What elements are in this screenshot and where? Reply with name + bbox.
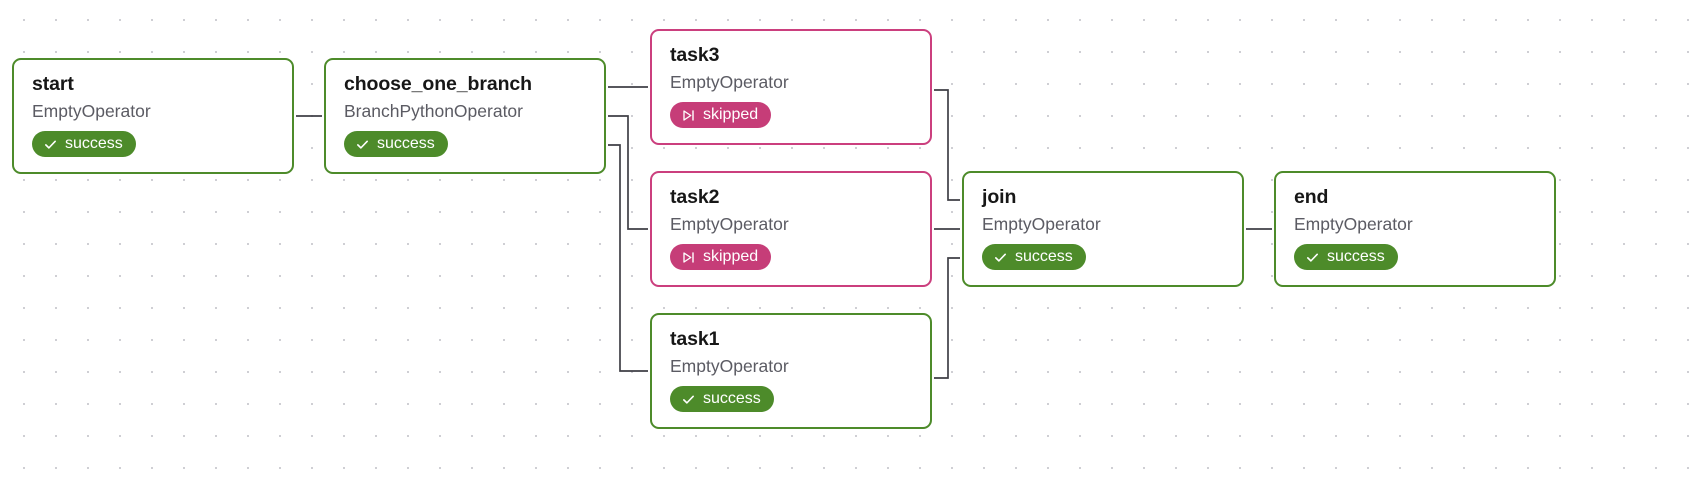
task-node-choose-one-branch[interactable]: choose_one_branch BranchPythonOperator s… xyxy=(324,58,606,174)
task-node-title: task1 xyxy=(670,328,720,350)
task-node-title: start xyxy=(32,73,74,95)
status-badge-label: success xyxy=(377,135,435,153)
status-badge-label: success xyxy=(65,135,123,153)
task-node-end[interactable]: end EmptyOperator success xyxy=(1274,171,1556,287)
task-node-task1[interactable]: task1 EmptyOperator success xyxy=(650,313,932,429)
status-badge[interactable]: skipped xyxy=(670,102,772,129)
task-node-operator: EmptyOperator xyxy=(1294,214,1413,235)
graph-edge-task1-to-join xyxy=(934,257,960,379)
status-badge[interactable]: success xyxy=(982,244,1086,271)
task-node-task2[interactable]: task2 EmptyOperator skipped xyxy=(650,171,932,287)
skip-forward-icon xyxy=(681,250,696,265)
check-icon xyxy=(993,250,1008,265)
check-icon xyxy=(681,392,696,407)
task-node-operator: EmptyOperator xyxy=(670,72,789,93)
status-badge[interactable]: success xyxy=(670,386,774,413)
task-node-operator: EmptyOperator xyxy=(32,101,151,122)
task-node-title: choose_one_branch xyxy=(344,73,532,95)
task-node-start[interactable]: start EmptyOperator success xyxy=(12,58,294,174)
status-badge[interactable]: success xyxy=(1294,244,1398,271)
task-node-title: task3 xyxy=(670,44,720,66)
status-badge[interactable]: success xyxy=(32,131,136,158)
task-node-operator: EmptyOperator xyxy=(670,356,789,377)
check-icon xyxy=(355,137,370,152)
graph-edge-choose_one_branch-to-task1 xyxy=(608,144,648,372)
status-badge[interactable]: skipped xyxy=(670,244,772,271)
task-node-operator: BranchPythonOperator xyxy=(344,101,523,122)
task-node-title: task2 xyxy=(670,186,720,208)
check-icon xyxy=(43,137,58,152)
task-node-operator: EmptyOperator xyxy=(670,214,789,235)
status-badge-label: success xyxy=(1327,248,1385,266)
graph-edge-task3-to-join xyxy=(934,89,960,201)
check-icon xyxy=(1305,250,1320,265)
task-node-operator: EmptyOperator xyxy=(982,214,1101,235)
task-node-title: join xyxy=(982,186,1017,208)
status-badge-label: skipped xyxy=(703,106,759,124)
status-badge-label: success xyxy=(703,390,761,408)
task-node-task3[interactable]: task3 EmptyOperator skipped xyxy=(650,29,932,145)
task-node-title: end xyxy=(1294,186,1329,208)
status-badge-label: skipped xyxy=(703,248,759,266)
skip-forward-icon xyxy=(681,108,696,123)
task-node-join[interactable]: join EmptyOperator success xyxy=(962,171,1244,287)
graph-edge-choose_one_branch-to-task2 xyxy=(608,115,648,230)
status-badge-label: success xyxy=(1015,248,1073,266)
status-badge[interactable]: success xyxy=(344,131,448,158)
